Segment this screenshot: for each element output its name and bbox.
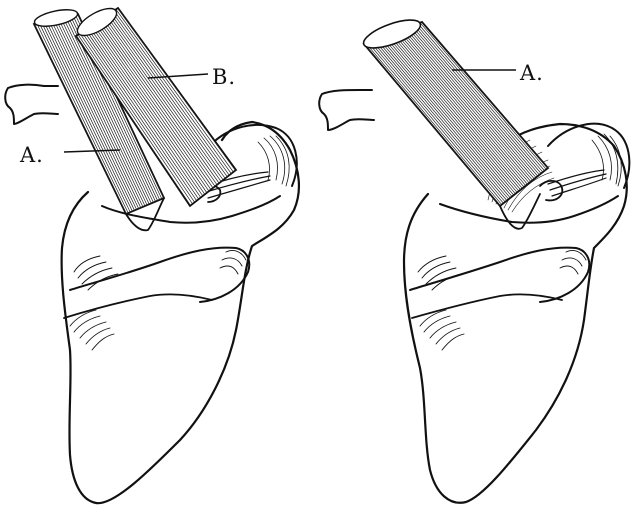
right-spine-ridge [440, 196, 618, 223]
left-label-B: B. [212, 65, 236, 89]
muscle-fiber [395, 32, 526, 186]
left-spine-lower [70, 248, 249, 302]
left-spine-hatching [70, 250, 246, 350]
right-label-A: A. [519, 61, 544, 85]
left-humerus-stub [5, 85, 58, 124]
left-acromion-hatching [258, 136, 289, 186]
left-figure: B. A. [5, 3, 299, 503]
right-muscle-A [360, 14, 552, 228]
left-label-A: A. [19, 143, 44, 167]
right-humerus-stub [319, 90, 374, 130]
right-figure: A. [319, 14, 629, 502]
muscle-fiber [393, 33, 524, 187]
right-acromion-hatching [592, 134, 621, 186]
muscle-fiber [391, 34, 522, 189]
right-spine-lower [410, 248, 589, 302]
left-spine-root [64, 294, 212, 318]
right-ligament [548, 170, 606, 196]
right-coracoid [540, 181, 562, 200]
